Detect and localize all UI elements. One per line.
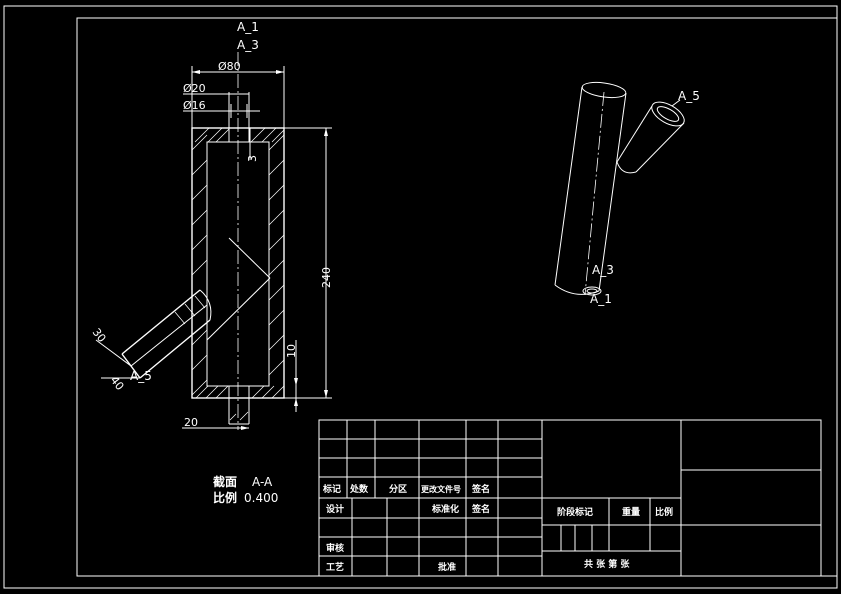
dim-wall: 3 <box>246 155 259 162</box>
tb-approve: 批准 <box>438 561 456 573</box>
tb-sign: 签名 <box>471 483 490 495</box>
iso-branch-bottom <box>635 122 685 173</box>
outer-border <box>3 5 838 589</box>
tb-count: 处数 <box>349 483 369 495</box>
iso-body-left <box>554 86 583 286</box>
vessel-outer-wall <box>191 127 285 399</box>
caption-scale-word: 比例 <box>213 490 237 505</box>
dim-branch-30: 30 <box>90 326 109 345</box>
arrow-10-a <box>294 378 298 386</box>
dim-height: 240 <box>320 267 333 288</box>
iso-label-a3: A_3 <box>592 263 614 277</box>
tb-scale: 比例 <box>655 506 673 518</box>
iso-label-a5: A_5 <box>678 89 700 103</box>
caption-scale-value: 0.400 <box>244 491 278 505</box>
tb-change-doc: 更改文件号 <box>421 484 461 494</box>
iso-bottom-hole-inner <box>586 288 598 294</box>
arrow-10-b <box>294 398 298 406</box>
hatch-bottom-stub <box>229 411 249 421</box>
hatch-right-wall <box>268 134 285 376</box>
vessel-inner-cavity <box>206 141 270 387</box>
dim-branch-40: 40 <box>108 374 127 393</box>
dim-branch-30-line <box>95 339 132 367</box>
arrow-80-left <box>192 70 200 74</box>
tb-sign2: 签名 <box>471 503 490 515</box>
dim-d80: Ø80 <box>218 60 241 73</box>
tb-mark: 标记 <box>322 483 341 495</box>
dim-offset: 20 <box>184 416 198 429</box>
tb-standardize: 标准化 <box>431 503 459 515</box>
caption-section-name: A-A <box>252 475 273 489</box>
dim-d20: Ø20 <box>183 82 206 95</box>
branch-pipe <box>121 289 212 379</box>
arrow-20b-right <box>241 426 249 430</box>
iso-center <box>584 91 605 296</box>
internal-line-2 <box>206 277 271 341</box>
iso-leader-a5 <box>671 99 681 107</box>
internal-line-1 <box>228 237 271 279</box>
label-a5-branch: A_5 <box>130 369 152 383</box>
iso-branch-joint <box>616 161 637 174</box>
hatch-left-wall <box>191 134 208 396</box>
tb-stage-mark: 阶段标记 <box>557 506 593 518</box>
iso-branch-top <box>616 105 653 163</box>
iso-body-right <box>598 92 627 292</box>
tb-design: 设计 <box>326 503 344 515</box>
iso-top-ellipse <box>581 81 627 99</box>
label-a1-top: A_1 <box>237 20 259 34</box>
dim-bottom: 10 <box>285 344 298 358</box>
section-view: A_1 A_3 <box>90 20 333 430</box>
hatch-bottom-wall <box>195 385 285 399</box>
title-block: 标记 处数 分区 更改文件号 签名 设计 标准化 签名 审核 工艺 批准 阶段标… <box>318 419 822 577</box>
tb-process: 工艺 <box>326 561 344 573</box>
iso-bottom-hole <box>582 286 602 296</box>
tb-weight: 重量 <box>622 506 640 518</box>
arrow-80-right <box>276 70 284 74</box>
dim-d16: Ø16 <box>183 99 206 112</box>
isometric-view: A_5 A_3 A_1 <box>554 81 700 306</box>
hatch-top-wall <box>194 127 285 143</box>
arrow-240-bottom <box>324 390 328 398</box>
tb-sheets: 共 张 第 张 <box>584 558 630 570</box>
tb-zone: 分区 <box>389 483 407 495</box>
iso-label-a1: A_1 <box>590 292 612 306</box>
tb-review: 审核 <box>326 542 344 554</box>
iso-branch-end-inner <box>656 106 680 122</box>
arrow-240-top <box>324 128 328 136</box>
caption-section-word: 截面 <box>213 474 237 489</box>
label-a3-top: A_3 <box>237 38 259 52</box>
